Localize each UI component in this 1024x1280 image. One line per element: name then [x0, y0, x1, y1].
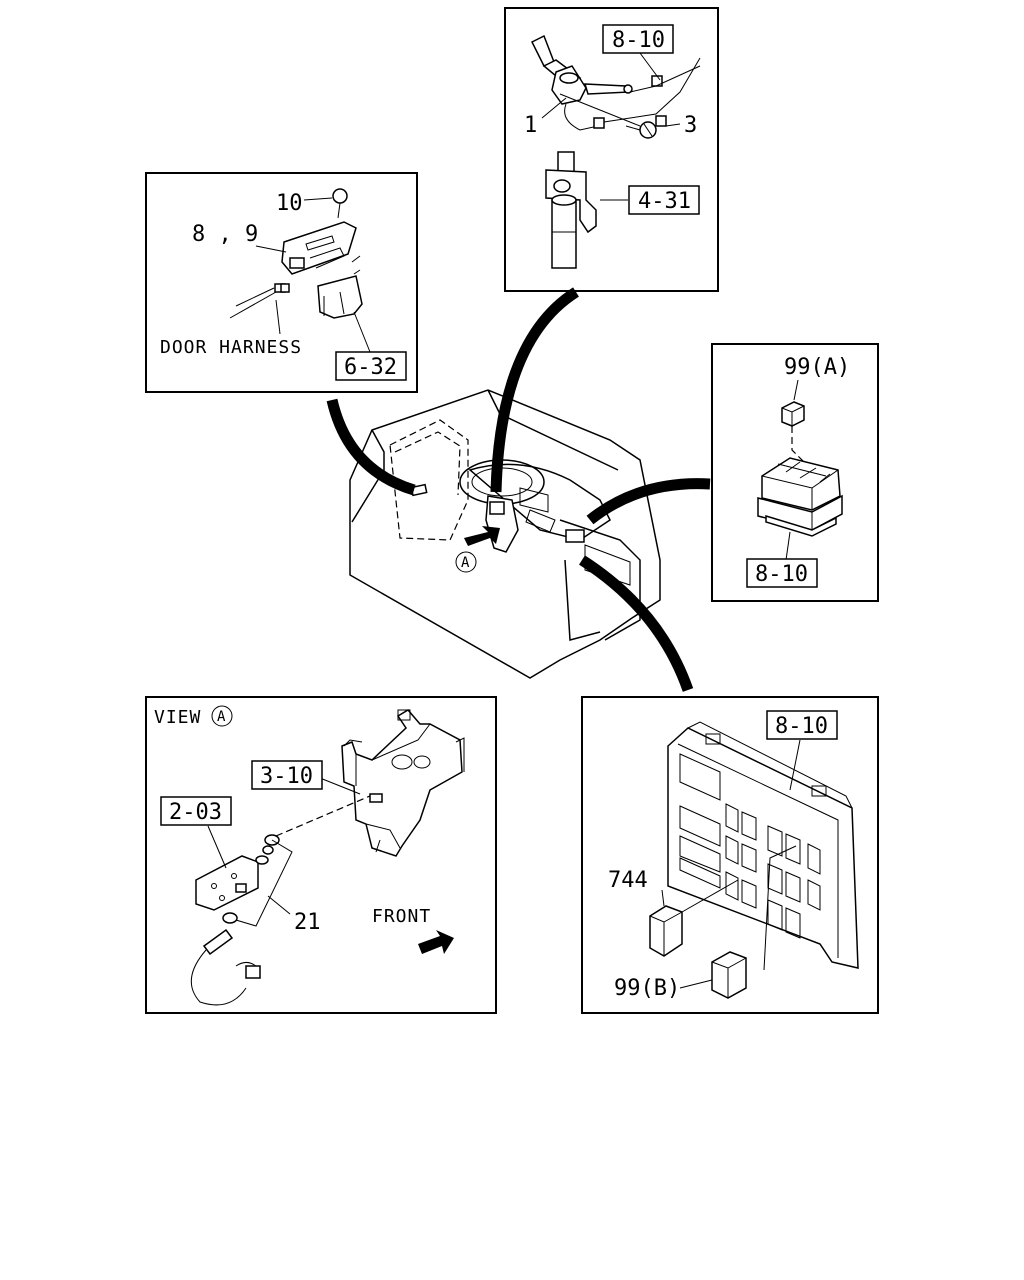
view-a-title-circle: A [217, 709, 226, 725]
part-number-1: 1 [524, 113, 537, 138]
ref-label-8-10-relay: 8-10 [755, 562, 808, 587]
view-a-panel: VIEW A [145, 696, 497, 1014]
fuse-box-view: 8-10 744 99(B) [581, 696, 879, 1014]
ref-box-3-10 [251, 760, 323, 790]
ref-label-8-10-column: 8-10 [612, 28, 665, 53]
ref-label-3-10: 3-10 [260, 764, 313, 789]
ref-box-8-10-relay [746, 558, 818, 588]
connector-arc-relay [586, 478, 711, 525]
view-a-callout: A [461, 555, 470, 571]
part-number-99b: 99(B) [614, 976, 680, 1001]
ref-label-4-31: 4-31 [638, 189, 691, 214]
part-number-8-9: 8 , 9 [192, 222, 258, 247]
connector-arc-fusebox [579, 555, 694, 692]
relay-frame [711, 343, 879, 602]
relay-view: 99(A) 8-10 [711, 343, 879, 602]
part-number-21: 21 [294, 910, 321, 935]
door-switch-frame [145, 172, 418, 393]
ref-box-8-10-fusebox [766, 710, 838, 740]
view-a-frame [145, 696, 497, 1014]
ref-box-6-32 [335, 351, 407, 381]
part-number-3: 3 [684, 113, 697, 138]
part-number-744: 744 [608, 868, 648, 893]
ref-box-4-31 [628, 185, 700, 215]
column-switch-view: 8-10 4-31 1 3 [504, 7, 719, 292]
ref-label-2-03: 2-03 [169, 800, 222, 825]
front-arrow-icon [418, 930, 454, 954]
connector-arc-door [326, 398, 416, 496]
ref-box-8-10-column [602, 24, 674, 54]
ref-box-2-03 [160, 796, 232, 826]
door-switch-view: 10 8 , 9 DOOR HARNESS 6-32 [145, 172, 418, 393]
ref-label-6-32: 6-32 [344, 355, 397, 380]
door-harness-label: DOOR HARNESS [160, 337, 302, 358]
ref-label-8-10-fusebox: 8-10 [775, 714, 828, 739]
column-switch-frame [504, 7, 719, 292]
view-a-title: VIEW [154, 707, 201, 728]
fuse-box-frame [581, 696, 879, 1014]
part-number-10: 10 [276, 191, 303, 216]
front-label: FRONT [372, 906, 431, 927]
part-number-99a: 99(A) [784, 355, 850, 380]
connector-arc-column [490, 287, 579, 493]
